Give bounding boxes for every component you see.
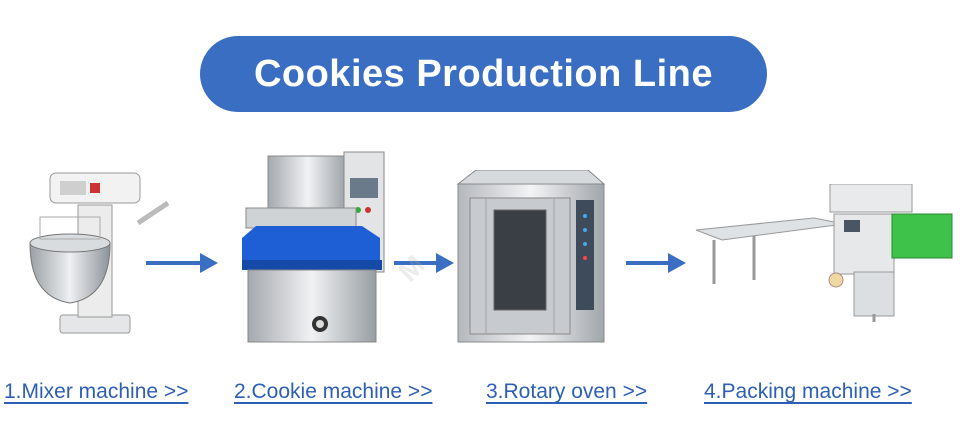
rotary-oven-icon <box>456 170 606 343</box>
packing-machine-icon <box>695 184 953 322</box>
step-link-mixer-machine[interactable]: 1.Mixer machine >> <box>4 380 189 403</box>
flow-arrow-icon <box>626 253 686 273</box>
step-link-packing-machine[interactable]: 4.Packing machine >> <box>704 380 912 403</box>
cookie-machine-icon <box>242 151 385 343</box>
step-link-rotary-oven[interactable]: 3.Rotary oven >> <box>486 380 648 403</box>
flow-arrow-icon <box>394 253 454 273</box>
step-link-cookie-machine[interactable]: 2.Cookie machine >> <box>234 380 433 403</box>
title-banner: Cookies Production Line <box>200 36 767 112</box>
step-labels: 1.Mixer machine >> 2.Cookie machine >> 3… <box>0 380 960 420</box>
process-flow: M <box>0 140 960 370</box>
flow-arrow-icon <box>146 253 218 273</box>
mixer-machine-icon <box>29 172 170 334</box>
page-title: Cookies Production Line <box>253 52 714 95</box>
